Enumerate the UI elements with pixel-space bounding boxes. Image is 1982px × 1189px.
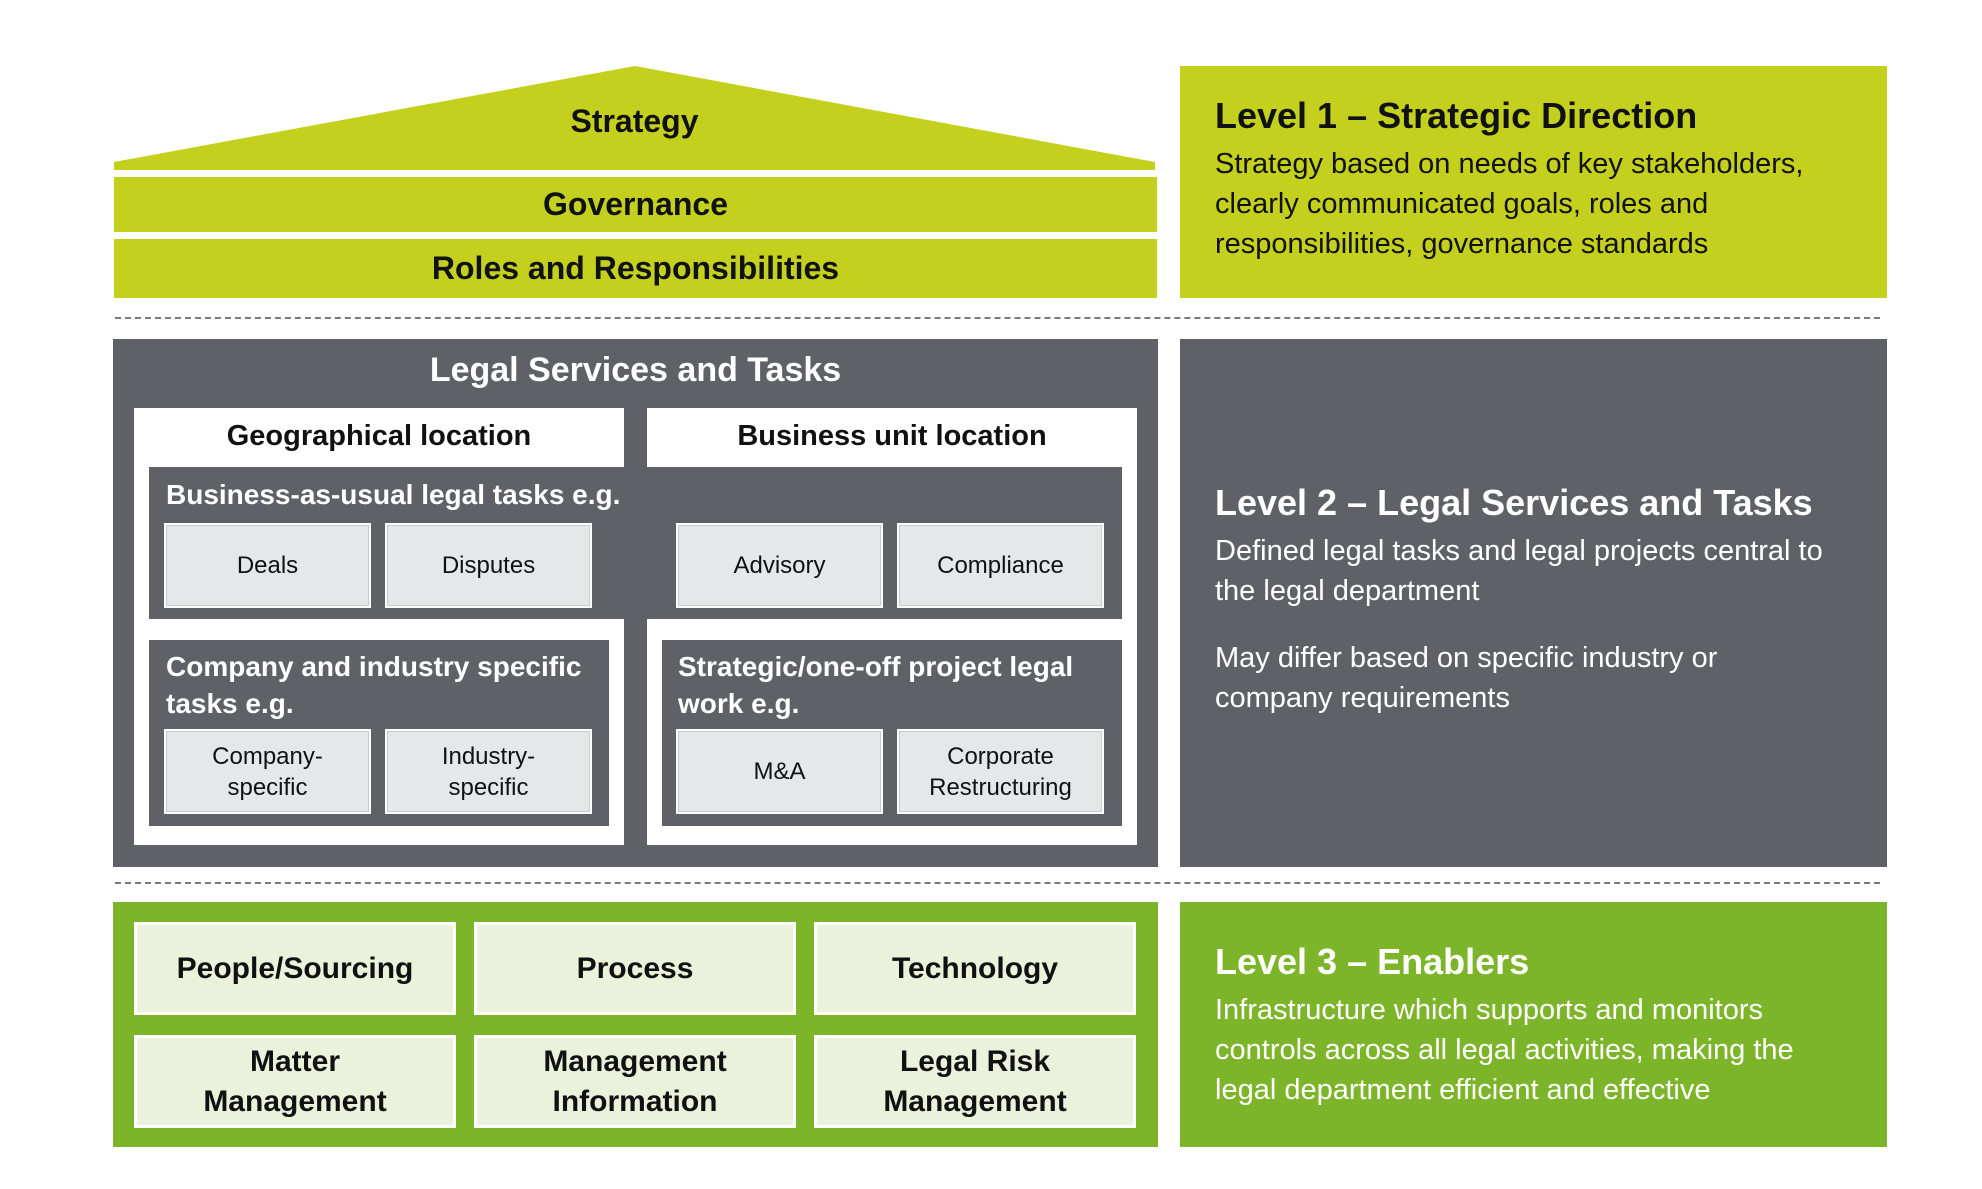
enabler-process: Process bbox=[474, 922, 796, 1015]
level3-text: Infrastructure which supports and monito… bbox=[1215, 994, 1794, 1106]
tile-industry-specific: Industry- specific bbox=[385, 729, 592, 814]
tile-advisory: Advisory bbox=[676, 523, 883, 608]
level2-text-2: May differ based on specific industry or… bbox=[1215, 642, 1718, 714]
tile-deals: Deals bbox=[164, 523, 371, 608]
tile-compliance: Compliance bbox=[897, 523, 1104, 608]
enabler-technology: Technology bbox=[814, 922, 1136, 1015]
company-specific-title: Company and industry specific tasks e.g. bbox=[166, 651, 582, 719]
level3-box: Level 3 – Enablers Infrastructure which … bbox=[1180, 902, 1887, 1147]
level2-text-1: Defined legal tasks and legal projects c… bbox=[1215, 535, 1823, 607]
enabler-management-information: Management Information bbox=[474, 1035, 796, 1128]
tile-corporate-restructuring: Corporate Restructuring bbox=[897, 729, 1104, 814]
level1-box: Level 1 – Strategic Direction Strategy b… bbox=[1180, 66, 1887, 298]
strategy-label: Strategy bbox=[570, 102, 699, 139]
divider-1 bbox=[115, 317, 1880, 319]
legal-services-title: Legal Services and Tasks bbox=[429, 351, 842, 389]
strategic-title: Strategic/one-off project legal work e.g… bbox=[678, 651, 1074, 719]
enabler-legal-risk-management: Legal Risk Management bbox=[814, 1035, 1136, 1128]
level3-title: Level 3 – Enablers bbox=[1215, 941, 1530, 982]
tile-disputes: Disputes bbox=[385, 523, 592, 608]
enabler-people-sourcing: People/Sourcing bbox=[134, 922, 456, 1015]
level1-text: Strategy based on needs of key stakehold… bbox=[1215, 148, 1804, 260]
bu-header: Business unit location bbox=[737, 419, 1047, 452]
roles-bar: Roles and Responsibilities bbox=[114, 239, 1157, 298]
roles-label: Roles and Responsibilities bbox=[431, 250, 840, 286]
geo-header: Geographical location bbox=[226, 419, 532, 452]
governance-label: Governance bbox=[543, 186, 728, 222]
level1-title: Level 1 – Strategic Direction bbox=[1215, 95, 1698, 136]
tile-company-specific: Company- specific bbox=[164, 729, 371, 814]
bau-title: Business-as-usual legal tasks e.g. bbox=[166, 479, 621, 510]
governance-bar: Governance bbox=[114, 177, 1157, 232]
divider-2 bbox=[115, 882, 1880, 884]
tile-ma: M&A bbox=[676, 729, 883, 814]
strategy-roof bbox=[114, 66, 1155, 170]
level2-title: Level 2 – Legal Services and Tasks bbox=[1215, 482, 1813, 523]
level2-box: Level 2 – Legal Services and Tasks Defin… bbox=[1180, 339, 1887, 867]
enabler-matter-management: Matter Management bbox=[134, 1035, 456, 1128]
